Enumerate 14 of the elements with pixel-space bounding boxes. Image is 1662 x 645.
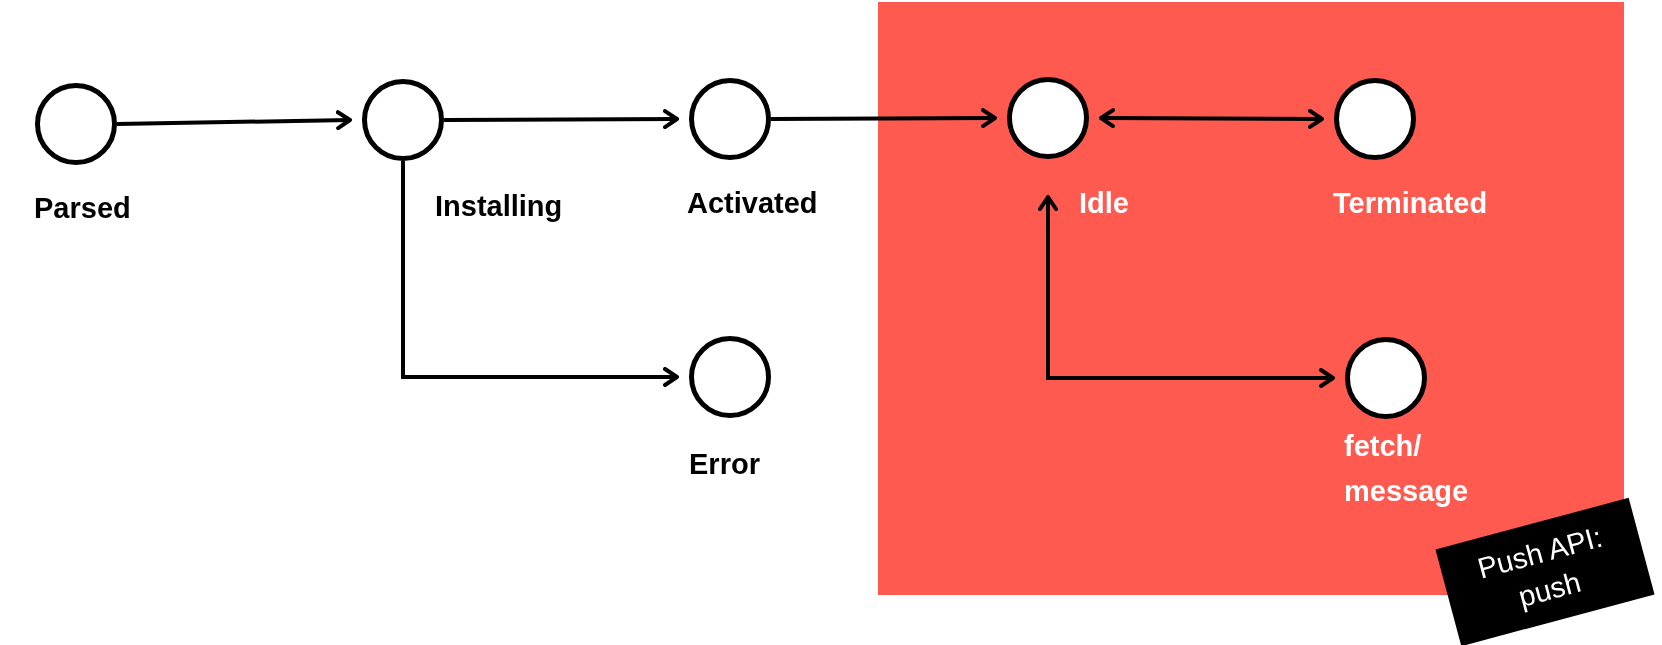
state-label: Installing [435,189,563,224]
arrow [444,109,679,130]
state-label: Parsed [34,191,131,226]
tag-text: Push API: push [1473,520,1607,615]
state-label: Idle [1079,186,1129,221]
arrow [771,108,997,129]
arrow [1099,108,1324,129]
state-label: Error [689,447,760,482]
state-label: fetch/ message [1344,429,1470,509]
arrow [1038,195,1335,388]
arrow [401,161,679,387]
state-label: Terminated [1333,186,1488,221]
state-label: Activated [687,186,818,221]
arrow [116,110,352,131]
